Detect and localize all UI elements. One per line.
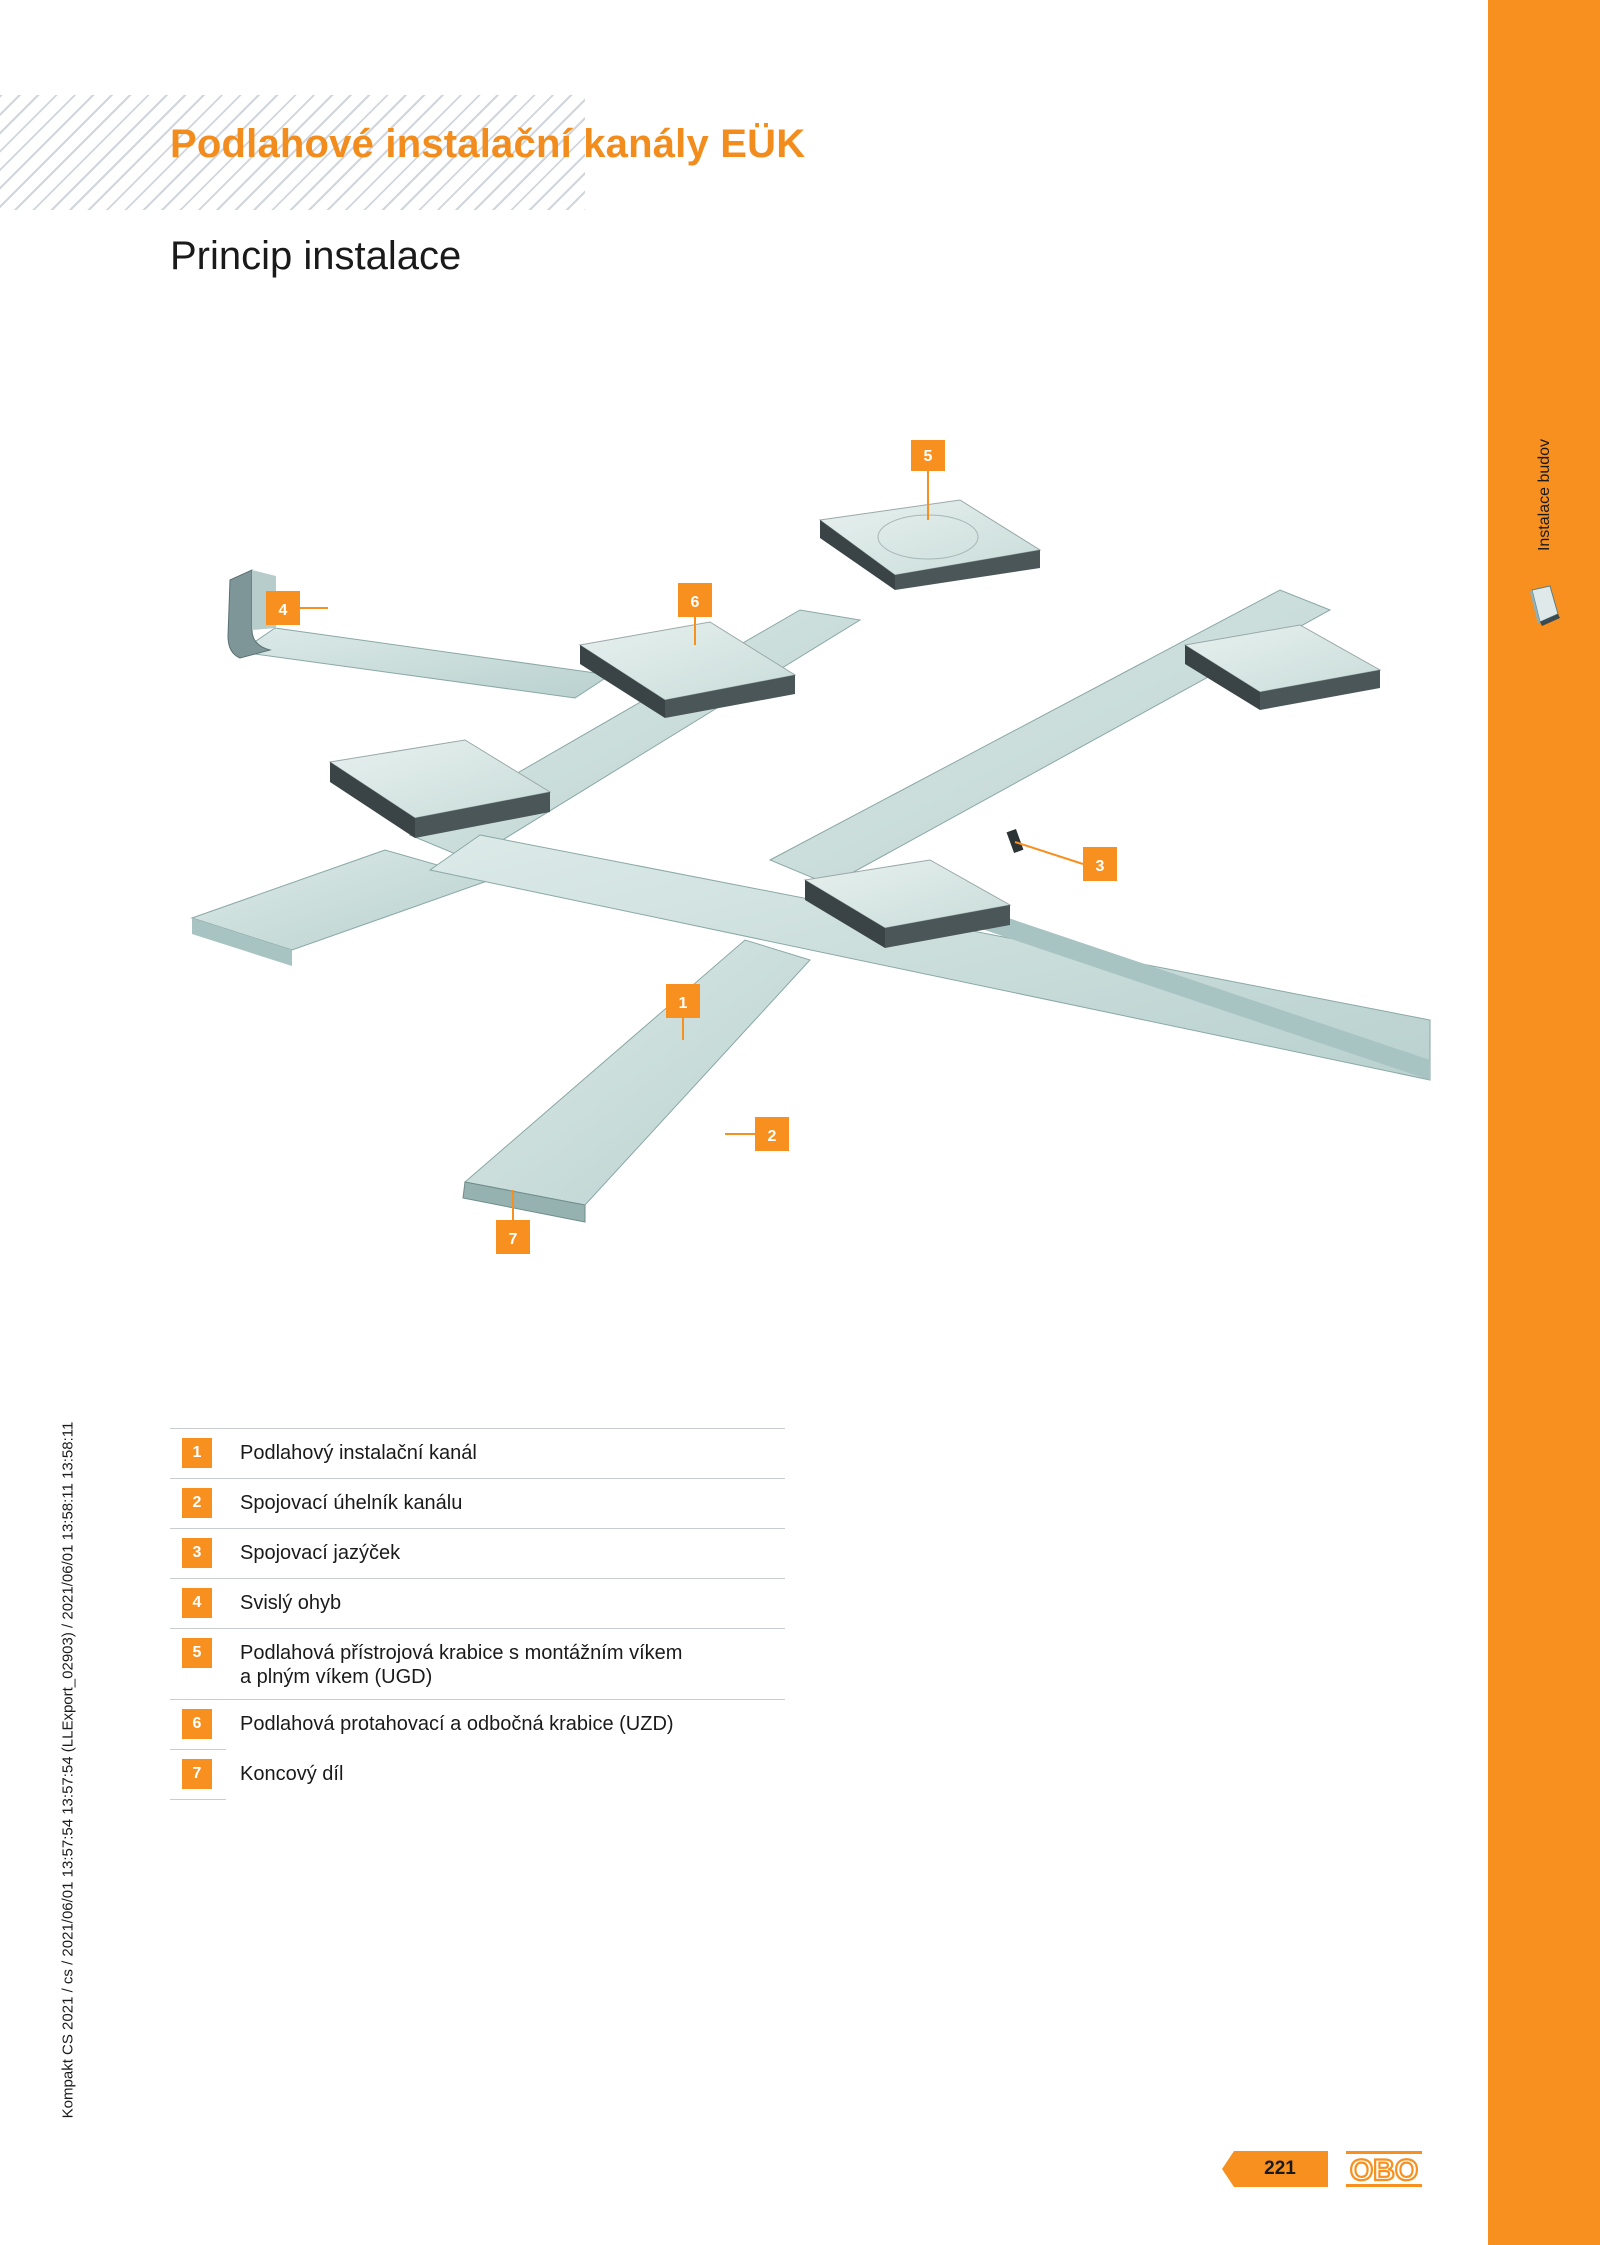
legend-text: Spojovací jazýček <box>240 1542 401 1564</box>
callout-label: 5 <box>924 448 933 465</box>
page-subtitle: Princip instalace <box>170 234 462 278</box>
callout-5: 5 <box>911 440 945 471</box>
installation-illustration: 5 6 4 3 1 2 7 <box>190 440 1431 1254</box>
floor-channel-front <box>463 939 811 1206</box>
legend-row-5: 5 Podlahová přístrojová krabice s montáž… <box>170 1628 785 1699</box>
legend-text-line: a plným víkem (UGD) <box>240 1666 433 1688</box>
callout-7: 7 <box>496 1220 530 1254</box>
component-legend: 1 Podlahový instalační kanál 2 Spojovací… <box>170 1428 785 1800</box>
legend-row-4: 4 Svislý ohyb <box>170 1578 785 1628</box>
legend-row-2: 2 Spojovací úhelník kanálu <box>170 1478 785 1528</box>
legend-text: Podlahová protahovací a odbočná krabice … <box>240 1713 674 1735</box>
legend-text: Svislý ohyb <box>240 1592 342 1614</box>
callout-label: 6 <box>691 594 700 611</box>
callout-label: 1 <box>679 995 688 1012</box>
legend-row-3: 3 Spojovací jazýček <box>170 1528 785 1578</box>
callout-label: 7 <box>509 1231 518 1248</box>
legend-text-line: Podlahová přístrojová krabice s montážní… <box>240 1642 683 1664</box>
legend-text: Podlahový instalační kanál <box>240 1442 477 1464</box>
floor-box-left <box>328 739 552 838</box>
floor-channel-left <box>190 849 492 966</box>
end-piece <box>462 1181 586 1223</box>
callout-label: 4 <box>279 602 288 619</box>
floor-box-right <box>1183 624 1382 710</box>
callout-4: 4 <box>266 591 300 625</box>
legend-badge: 6 <box>182 1709 212 1739</box>
legend-badge: 2 <box>182 1488 212 1518</box>
legend-text: Spojovací úhelník kanálu <box>240 1492 463 1514</box>
floor-channel-bend-arm <box>238 627 612 699</box>
legend-badge: 5 <box>182 1638 212 1668</box>
legend-badge: 7 <box>182 1759 212 1789</box>
legend-badge: 3 <box>182 1538 212 1568</box>
sidebar-section-label: Instalace budov <box>1536 438 1553 552</box>
callout-1: 1 <box>666 984 700 1018</box>
legend-row-1: 1 Podlahový instalační kanál <box>170 1428 785 1478</box>
obo-logo: OBO <box>1346 2151 1422 2187</box>
header-hatch-decoration <box>0 95 585 210</box>
logo-text: OBO <box>1350 2154 1418 2187</box>
section-sidebar <box>1488 0 1600 2245</box>
floor-box-5 <box>818 499 1042 590</box>
print-metadata: Kompakt CS 2021 / cs / 2021/06/01 13:57:… <box>59 1421 77 2119</box>
callout-3: 3 <box>1083 847 1117 881</box>
legend-badge: 1 <box>182 1438 212 1468</box>
connector-tongue <box>1006 828 1024 854</box>
callout-label: 2 <box>768 1128 777 1145</box>
page-number: 221 <box>1222 2151 1328 2187</box>
legend-row-6: 6 Podlahová protahovací a odbočná krabic… <box>170 1699 785 1749</box>
callout-6: 6 <box>678 583 712 617</box>
callout-2: 2 <box>755 1117 789 1151</box>
floor-box-center <box>803 859 1012 948</box>
callout-label: 3 <box>1096 858 1105 875</box>
legend-row-7: 7 Koncový díl <box>170 1749 343 1800</box>
vertical-bend <box>227 569 272 659</box>
page-title: Podlahové instalační kanály EÜK <box>170 122 806 166</box>
legend-text: Podlahová přístrojová krabice s montážní… <box>240 1638 682 1689</box>
floor-channel-icon <box>1530 585 1560 626</box>
floor-box-6 <box>578 621 797 718</box>
legend-badge: 4 <box>182 1588 212 1618</box>
legend-text: Koncový díl <box>240 1763 344 1785</box>
